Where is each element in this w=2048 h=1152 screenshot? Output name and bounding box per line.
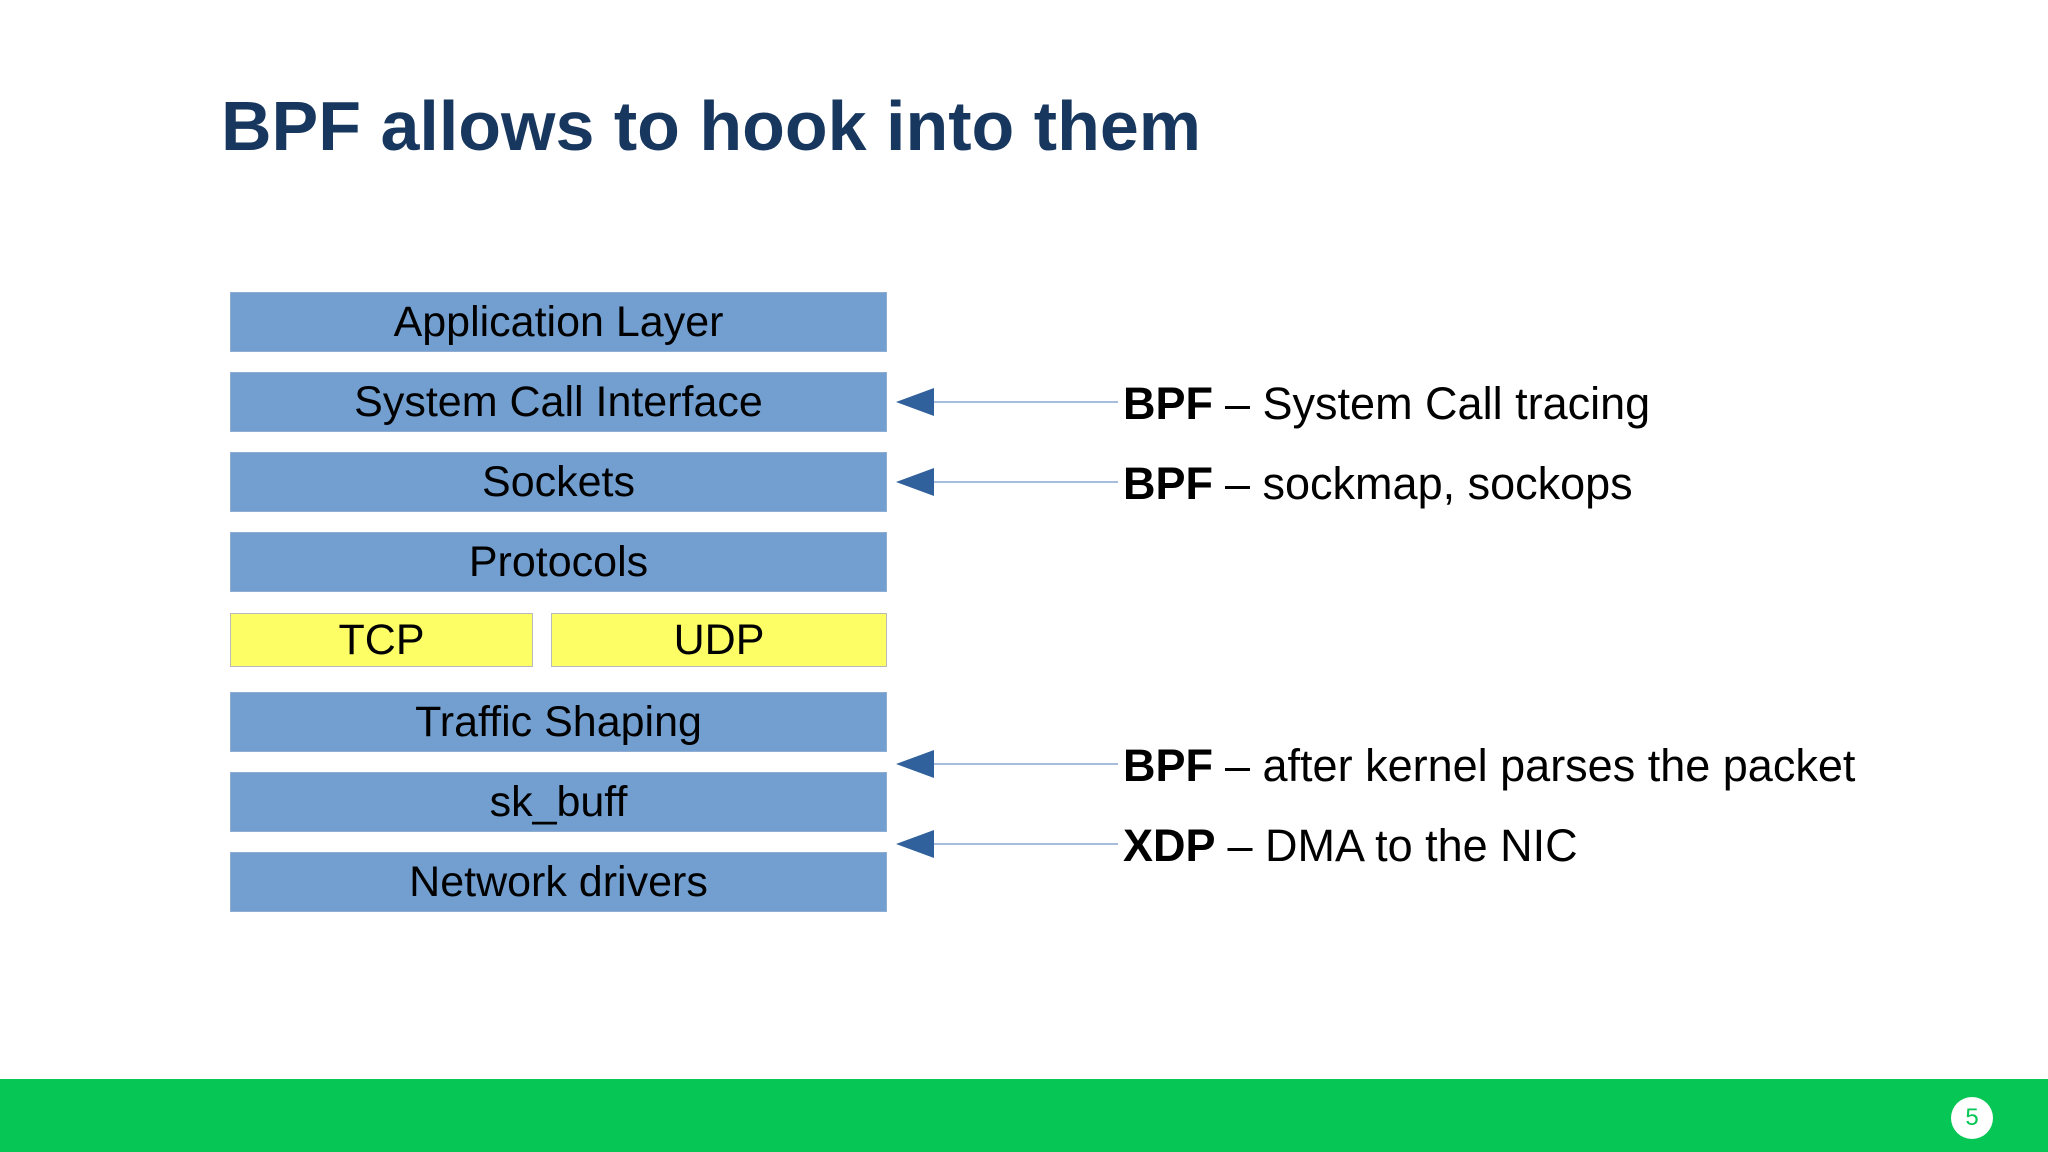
layer-box-udp: UDP [551,613,887,667]
annotation-bpf-after-kernel-parses: BPF – after kernel parses the packet [1123,736,1855,796]
layer-box-protocols: Protocols [230,532,887,592]
layer-box-sockets: Sockets [230,452,887,512]
annotation-keyword: XDP [1123,820,1216,871]
layer-box-system-call-interface: System Call Interface [230,372,887,432]
layer-box-network-drivers: Network drivers [230,852,887,912]
annotation-text: – DMA to the NIC [1227,820,1578,871]
layer-label: System Call Interface [354,377,763,426]
layer-box-tcp: TCP [230,613,533,667]
layer-label: Network drivers [409,857,708,906]
layer-label: TCP [338,615,425,664]
footer-bar [0,1079,2048,1152]
layer-label: Sockets [482,457,635,506]
page-number-badge: 5 [1951,1097,1993,1139]
annotation-keyword: BPF [1123,740,1213,791]
layer-label: Protocols [468,537,649,586]
left-arrow-icon [896,468,934,496]
page-number: 5 [1965,1104,1979,1131]
layer-box-sk-buff: sk_buff [230,772,887,832]
layer-label: Traffic Shaping [415,697,702,746]
annotation-text: – after kernel parses the packet [1225,740,1856,791]
arrow-line [934,481,1118,483]
arrow-line [934,843,1118,845]
annotation-text: – sockmap, sockops [1225,458,1633,509]
annotation-keyword: BPF [1123,458,1213,509]
annotation-text: – System Call tracing [1225,378,1651,429]
layer-label: Application Layer [393,297,724,346]
layer-box-traffic-shaping: Traffic Shaping [230,692,887,752]
layer-label: UDP [673,615,765,664]
left-arrow-icon [896,830,934,858]
arrow-line [934,401,1118,403]
annotation-bpf-sockmap-sockops: BPF – sockmap, sockops [1123,454,1633,514]
slide-title: BPF allows to hook into them [221,87,1201,165]
left-arrow-icon [896,388,934,416]
annotation-keyword: BPF [1123,378,1213,429]
layer-label: sk_buff [489,777,628,826]
layer-box-application-layer: Application Layer [230,292,887,352]
annotation-bpf-system-call-tracing: BPF – System Call tracing [1123,374,1650,434]
arrow-line [934,763,1118,765]
left-arrow-icon [896,750,934,778]
annotation-xdp-dma-to-nic: XDP – DMA to the NIC [1123,816,1578,876]
